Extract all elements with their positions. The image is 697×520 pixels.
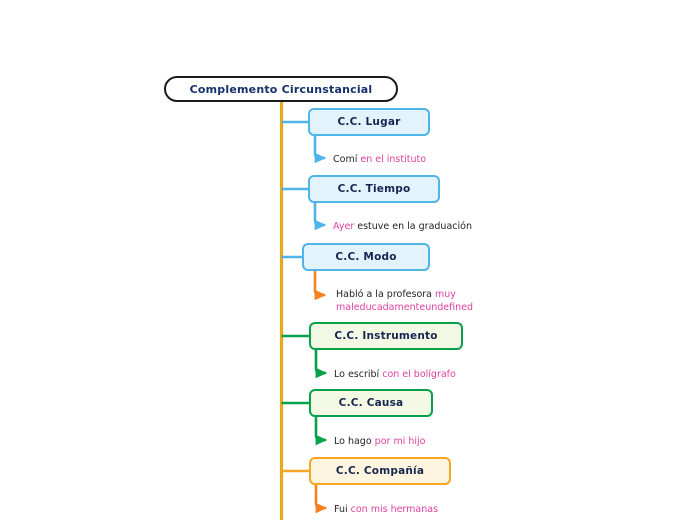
root-node-label: Complemento Circunstancial xyxy=(189,82,373,96)
example-instrumento-highlight: con el bolígrafo xyxy=(382,369,456,380)
category-label-causa: C.C. Causa xyxy=(338,397,404,409)
category-label-modo: C.C. Modo xyxy=(335,251,397,263)
example-compania-highlight: con mis hermanas xyxy=(350,504,439,515)
example-modo-prefix: Habló a la profesora xyxy=(336,289,436,300)
example-modo: Habló a la profesora muy maleducadamente… xyxy=(336,288,473,314)
example-modo-highlight: muy maleducadamenteundefined xyxy=(336,289,473,313)
category-label-tiempo: C.C. Tiempo xyxy=(337,183,411,195)
example-causa-prefix: Lo hago xyxy=(334,436,375,447)
category-label-compania: C.C. Compañía xyxy=(335,465,425,477)
arrow-tiempo xyxy=(313,203,327,231)
arrow-compania xyxy=(314,485,328,514)
category-label-instrumento: C.C. Instrumento xyxy=(334,330,438,342)
category-label-lugar: C.C. Lugar xyxy=(337,116,401,128)
example-lugar-prefix: Comí xyxy=(333,154,361,165)
category-node-tiempo[interactable]: C.C. Tiempo xyxy=(308,175,440,203)
arrow-causa xyxy=(314,417,328,446)
example-compania: Fui con mis hermanas xyxy=(334,503,514,516)
example-instrumento: Lo escribí con el bolígrafo xyxy=(334,368,524,381)
example-tiempo-suffix: estuve en la graduación xyxy=(354,221,472,232)
example-compania-prefix: Fui xyxy=(334,504,351,515)
example-tiempo-highlight: Ayer xyxy=(333,221,355,232)
category-node-lugar[interactable]: C.C. Lugar xyxy=(308,108,430,136)
category-node-modo[interactable]: C.C. Modo xyxy=(302,243,430,271)
category-node-instrumento[interactable]: C.C. Instrumento xyxy=(309,322,463,350)
example-lugar-highlight: en el instituto xyxy=(360,154,427,165)
category-node-compania[interactable]: C.C. Compañía xyxy=(309,457,451,485)
arrow-lugar xyxy=(313,136,327,164)
example-causa-highlight: por mi hijo xyxy=(374,436,426,447)
example-lugar: Comí en el instituto xyxy=(333,153,513,166)
example-tiempo: Ayer estuve en la graduación xyxy=(333,220,533,233)
example-causa: Lo hago por mi hijo xyxy=(334,435,504,448)
category-node-causa[interactable]: C.C. Causa xyxy=(309,389,433,417)
example-instrumento-prefix: Lo escribí xyxy=(334,369,383,380)
arrow-instrumento xyxy=(314,350,328,379)
arrow-modo xyxy=(313,271,327,301)
root-node[interactable]: Complemento Circunstancial xyxy=(164,76,398,102)
